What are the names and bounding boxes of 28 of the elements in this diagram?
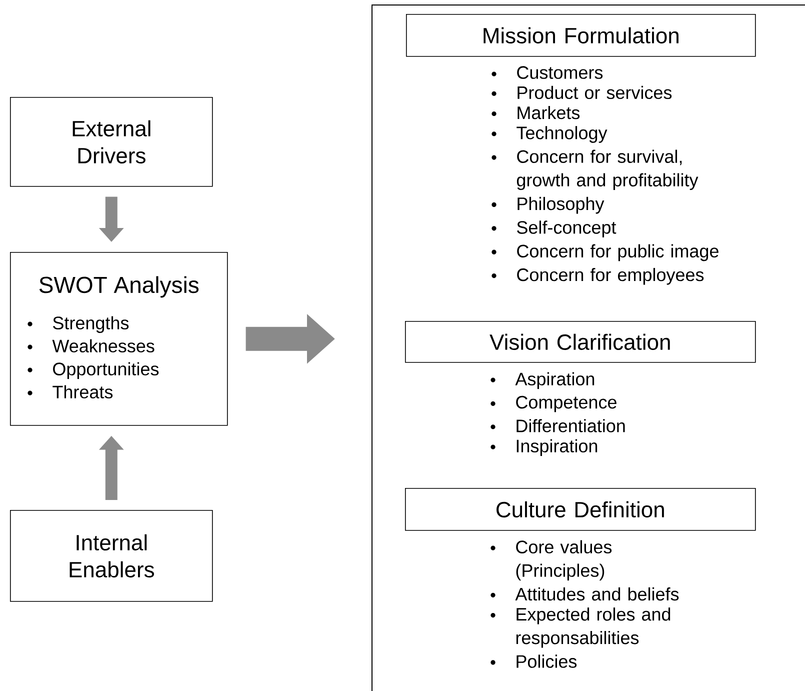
bullet-item: Core values (Principles): [490, 540, 612, 580]
bullet-item: Customers: [492, 66, 603, 79]
bullet-item: Aspiration: [490, 372, 594, 389]
bullet-item: Concern for public image: [492, 244, 718, 262]
heading-box: Culture Definition: [405, 488, 756, 531]
bullet-item: Weaknesses: [28, 339, 154, 352]
bullet-item: Strengths: [28, 316, 129, 333]
heading-box: Vision Clarification: [405, 321, 756, 363]
box-heading: SWOT Analysis: [39, 276, 199, 298]
bullet-item: Product or services: [492, 86, 672, 100]
bullet-item: Expected roles and responsabilities: [490, 608, 670, 648]
bullet-item: Differentiation: [490, 419, 625, 432]
bullet-item: Self-concept: [492, 220, 616, 238]
panel-frame: [372, 4, 805, 691]
bullet-item: Policies: [490, 654, 577, 668]
bullet-item: Threats: [28, 385, 113, 398]
bullet-item: Concern for survival, growth and profitability: [492, 150, 698, 190]
bullet-item: Technology: [492, 126, 608, 143]
bullet-item: Opportunities: [28, 362, 159, 379]
process-box: Internal Enablers: [10, 510, 213, 602]
bullet-item: Markets: [492, 106, 580, 120]
bullet-item: Attitudes and beliefs: [490, 587, 679, 601]
bullet-item: Competence: [490, 396, 616, 412]
bullet-item: Philosophy: [492, 196, 604, 214]
bullet-item: Inspiration: [490, 439, 598, 456]
process-box: External Drivers: [10, 97, 213, 187]
bullet-item: Concern for employees: [492, 268, 704, 285]
heading-box: Mission Formulation: [406, 14, 756, 57]
